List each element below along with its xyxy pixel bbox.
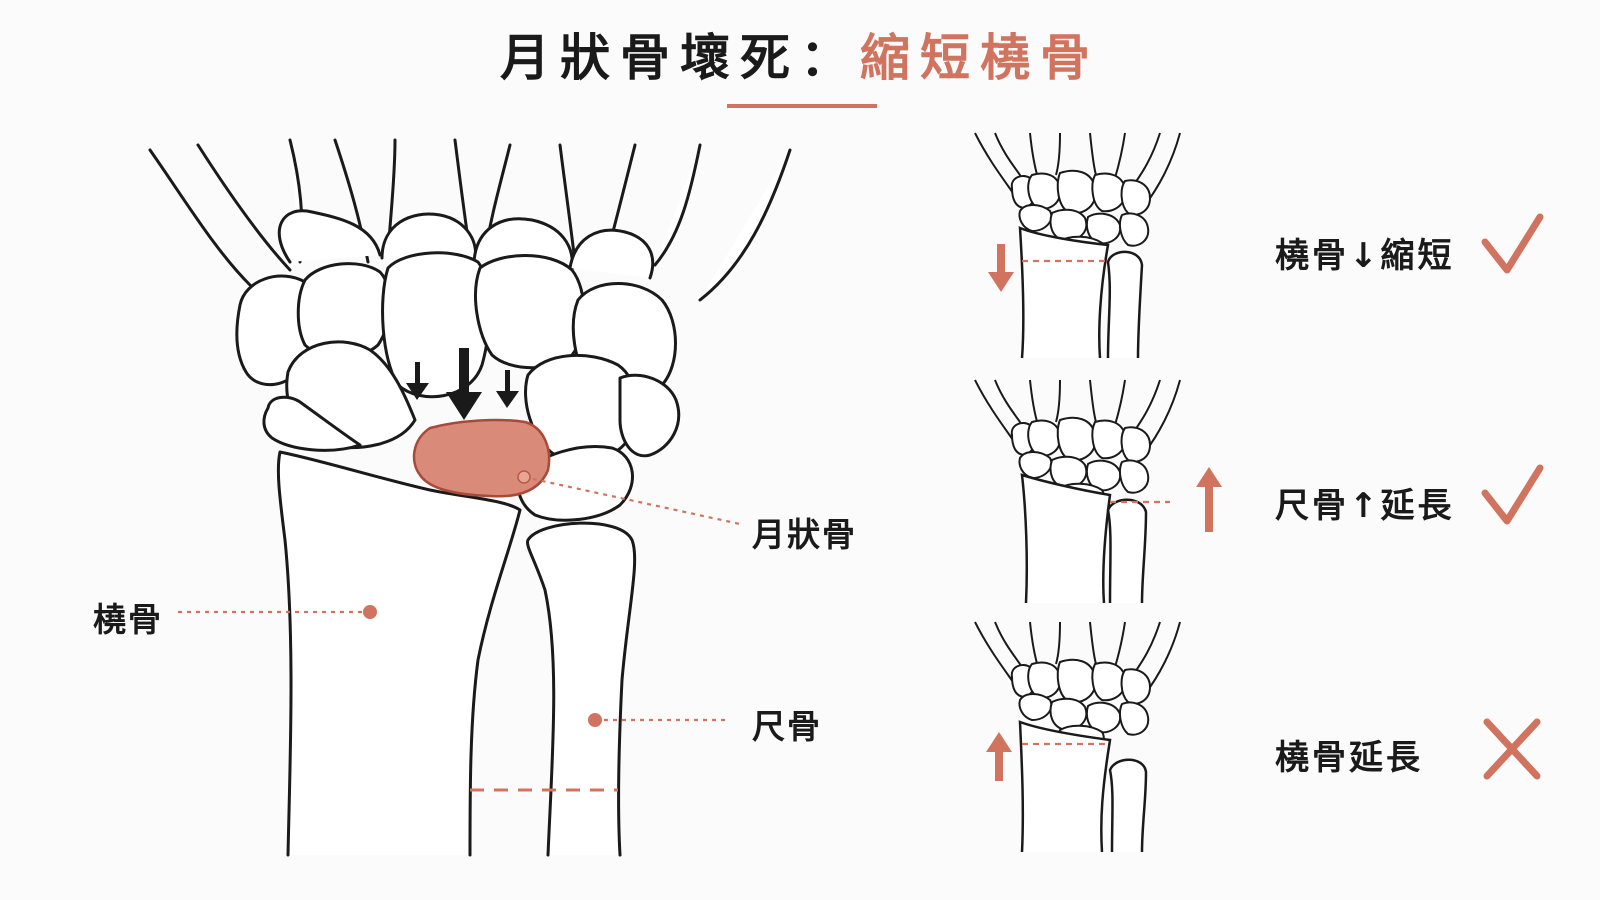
metacarpals <box>148 138 792 302</box>
carpal-bones <box>235 251 681 522</box>
check-icon <box>1481 464 1544 525</box>
title-main: 月狀骨壞死： <box>500 29 860 87</box>
cross-icon <box>1483 718 1541 780</box>
option-radius-shortening: 橈骨↓縮短 <box>1275 236 1455 276</box>
compression-arrows <box>406 348 519 420</box>
page-title: 月狀骨壞死：縮短橈骨 <box>0 18 1600 90</box>
ulna-bone <box>525 521 637 857</box>
main-wrist <box>148 138 792 857</box>
label-ulna: 尺骨 <box>752 707 822 746</box>
label-radius: 橈骨 <box>93 600 163 639</box>
label-lunate: 月狀骨 <box>752 515 857 554</box>
panel-ulna-lengthening <box>974 379 1222 604</box>
option-ulna-lengthening: 尺骨↑延長 <box>1275 486 1455 526</box>
leader-lines <box>178 475 741 722</box>
lunate-bone <box>412 418 551 498</box>
panel-radius-shortening <box>974 132 1181 359</box>
title-accent: 縮短橈骨 <box>860 29 1100 87</box>
title-underline <box>727 104 877 108</box>
panel-radius-lengthening <box>974 621 1181 853</box>
check-icon <box>1481 213 1544 274</box>
leader-dots <box>363 470 602 727</box>
option-radius-lengthening: 橈骨延長 <box>1275 738 1423 778</box>
radius-bone <box>276 450 522 857</box>
